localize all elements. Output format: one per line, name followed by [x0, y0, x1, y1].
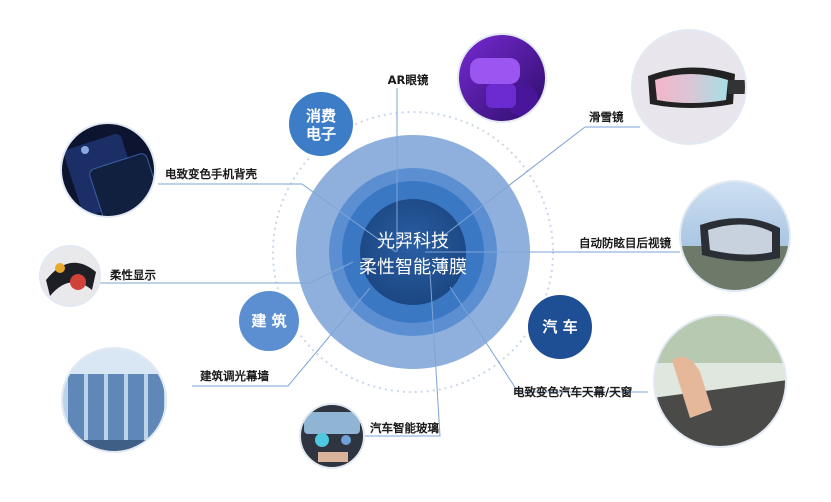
connectors: [100, 88, 680, 437]
center-title: 光羿科技: [377, 231, 449, 252]
label-auto-glass: 汽车智能玻璃: [370, 421, 439, 435]
connector-building: [192, 287, 371, 387]
phone-back-image: [60, 122, 156, 218]
label-flexible-display: 柔性显示: [109, 268, 156, 282]
connector-sunroof: [449, 286, 648, 393]
building-curtain-wall-image: [61, 347, 167, 453]
flexible-display-image: [39, 245, 101, 307]
category-building-label: 建 筑: [251, 312, 286, 330]
label-ar-glasses: AR眼镜: [388, 73, 429, 87]
rearview-mirror-image: [679, 180, 791, 292]
connector-display: [100, 261, 354, 284]
label-auto-sunroof: 电致变色汽车天幕/天窗: [513, 385, 632, 399]
auto-smart-glass-image: [299, 403, 365, 469]
label-ec-phone-back: 电致变色手机背壳: [165, 167, 257, 181]
ski-goggles-image: [631, 29, 747, 145]
connector-autoglass: [352, 271, 441, 437]
category-consumer-bubble: 消费 电子: [287, 90, 355, 158]
core-circle: [360, 199, 466, 305]
connector-ski: [437, 126, 586, 241]
category-consumer-line2: 电子: [306, 125, 336, 143]
connector-phone: [158, 183, 397, 253]
category-auto-label: 汽 车: [542, 318, 577, 336]
label-ski-goggles: 滑雪镜: [589, 110, 624, 124]
ar-glasses-image: [457, 33, 547, 123]
category-auto-bubble: 汽 车: [526, 293, 594, 361]
category-consumer-line1: 消费: [306, 107, 336, 125]
auto-sunroof-image: [653, 314, 787, 448]
category-building-bubble: 建 筑: [237, 289, 301, 353]
center-subtitle: 柔性智能薄膜: [359, 257, 467, 278]
label-building-curtain-wall: 建筑调光幕墙: [200, 369, 269, 383]
label-auto-mirror: 自动防眩目后视镜: [579, 236, 671, 250]
